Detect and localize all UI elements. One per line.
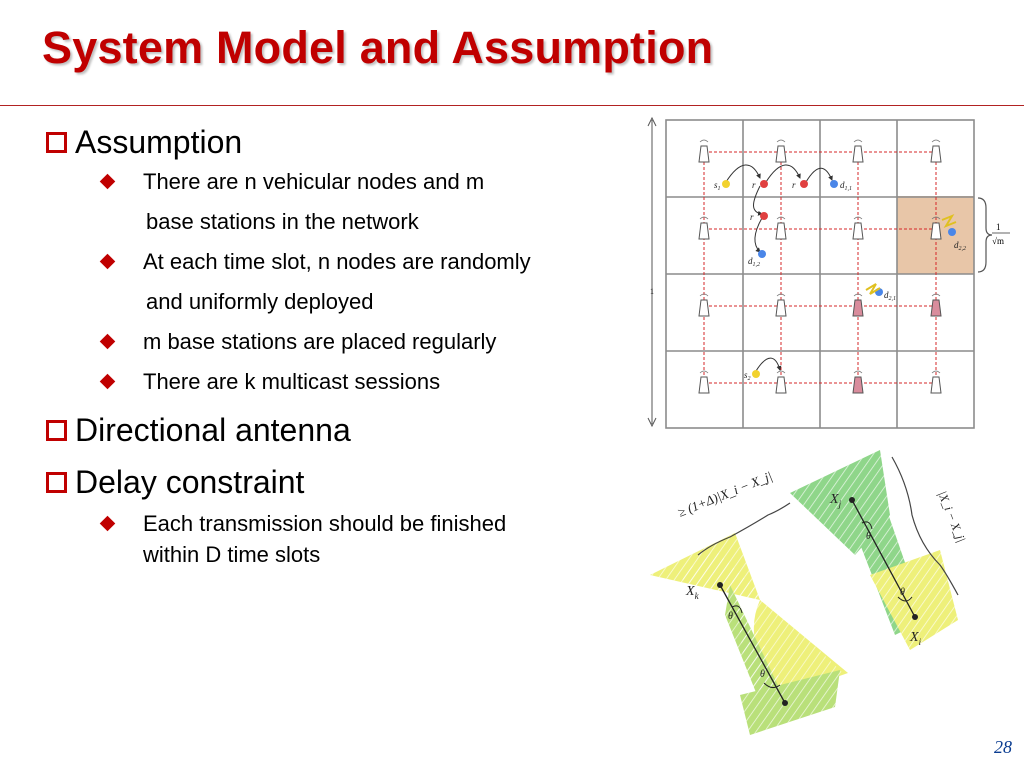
destination-node-icon: [830, 180, 838, 188]
destination-node-icon: [758, 250, 766, 258]
network-grid-figure: 1 s1 r r d1,1: [647, 116, 1010, 429]
cell-size-numerator: 1: [996, 222, 1001, 232]
node-labels: s1 r r d1,1 r d1,2 d2,2 d2,1 s2: [714, 180, 966, 382]
diamond-bullet-icon: [99, 373, 116, 390]
node-label-d22: d2,2: [954, 240, 966, 252]
bullet-item: m base stations are placed regularly: [46, 322, 646, 362]
square-bullet-icon: [46, 419, 67, 441]
relay-node-icon: [760, 212, 768, 220]
source-node-icon: [752, 370, 760, 378]
base-station-icon: [775, 216, 787, 240]
directional-antenna-figure: Xk Xj Xi θ θ θ θ ≥ (1+Δ)|X_i − X_j| |X_i…: [650, 450, 968, 735]
base-station-icon: [698, 293, 710, 317]
interference-bolt-icon: [941, 213, 957, 229]
bullet-text: There are n vehicular nodes and m: [143, 169, 485, 194]
theta-label: θ: [728, 611, 733, 622]
antenna-beam-j: [790, 450, 958, 650]
section-label: Assumption: [75, 124, 243, 160]
theta-label: θ: [866, 531, 871, 542]
distance-braces: [697, 456, 959, 596]
bullet-continuation: base stations in the network: [146, 209, 419, 234]
node-label-s1: s1: [714, 180, 721, 192]
source-node-icon: [722, 180, 730, 188]
label-xi: Xi: [909, 630, 922, 647]
node-paths: [725, 164, 833, 372]
bullet-item: At each time slot, n nodes are randomly: [46, 242, 646, 282]
side-length-label: 1: [650, 287, 654, 296]
title-divider: [0, 105, 1024, 106]
node-label-d12: d1,2: [748, 256, 760, 268]
diamond-bullet-icon: [99, 173, 116, 190]
base-station-icon: [775, 370, 787, 394]
section-label: Directional antenna: [75, 412, 351, 448]
interference-bolt-icon: [865, 283, 881, 295]
section-heading-delay-constraint: Delay constraint: [46, 462, 646, 502]
page-number: 28: [994, 737, 1012, 757]
beamwidth-arcs: [731, 521, 913, 689]
base-station-icon: [775, 139, 787, 163]
slide-title: System Model and Assumption: [42, 22, 714, 73]
relay-node-icon: [760, 180, 768, 188]
bullet-text: At each time slot, n nodes are randomly: [143, 249, 531, 274]
section-heading-assumption: Assumption: [46, 122, 646, 162]
base-station-icon: [930, 216, 942, 240]
diamond-bullet-icon: [99, 253, 116, 270]
diamond-bullet-icon: [99, 515, 116, 532]
diamond-bullet-icon: [99, 333, 116, 350]
cell-grid: [665, 119, 975, 429]
base-station-towers: [698, 139, 942, 394]
base-station-icon: [930, 293, 942, 317]
base-station-icon: [852, 370, 864, 394]
base-station-icon: [698, 216, 710, 240]
bullet-content: Assumption There are n vehicular nodes a…: [46, 122, 646, 570]
bullet-item: Each transmission should be finished wit…: [46, 508, 646, 570]
base-station-icon: [930, 370, 942, 394]
base-station-icon: [698, 370, 710, 394]
section-label: Delay constraint: [75, 464, 305, 500]
base-station-icon: [698, 139, 710, 163]
node-label-r: r: [752, 180, 756, 190]
transmission-distance-label: |X_i − X_j|: [935, 489, 968, 544]
base-station-icon: [775, 293, 787, 317]
label-xk: Xk: [685, 584, 700, 601]
node-label-d21: d2,1: [884, 290, 896, 302]
base-station-icon: [852, 216, 864, 240]
bullet-continuation: and uniformly deployed: [146, 289, 374, 314]
base-station-links: [703, 151, 937, 384]
theta-label: θ: [760, 669, 765, 680]
node-label-r: r: [792, 180, 796, 190]
base-station-icon: [852, 293, 864, 317]
node-label-s2: s2: [744, 370, 751, 382]
relay-node-icon: [800, 180, 808, 188]
label-xj: Xj: [829, 492, 842, 509]
node-label-r: r: [750, 212, 754, 222]
square-bullet-icon: [46, 471, 67, 493]
bullet-item: There are n vehicular nodes and m: [46, 162, 646, 202]
base-station-icon: [852, 139, 864, 163]
bullet-item: There are k multicast sessions: [46, 362, 646, 402]
antenna-beam-k: [650, 533, 848, 735]
side-length-dimension: 1: [647, 116, 657, 428]
bullet-text: There are k multicast sessions: [143, 369, 441, 394]
interference-distance-label: ≥ (1+Δ)|X_i − X_j|: [676, 468, 775, 520]
bullet-text: Each transmission should be finished wit…: [143, 511, 507, 567]
destination-node-icon: [948, 228, 956, 236]
mobile-nodes: [722, 180, 957, 378]
square-bullet-icon: [46, 131, 67, 153]
cell-size-denominator: √m: [992, 236, 1004, 246]
section-heading-directional-antenna: Directional antenna: [46, 410, 646, 450]
bullet-text: m base stations are placed regularly: [143, 329, 497, 354]
base-station-icon: [930, 139, 942, 163]
node-label-d11: d1,1: [840, 180, 852, 192]
cell-size-brace: 1 √m: [977, 197, 1010, 273]
theta-label: θ: [900, 587, 905, 598]
